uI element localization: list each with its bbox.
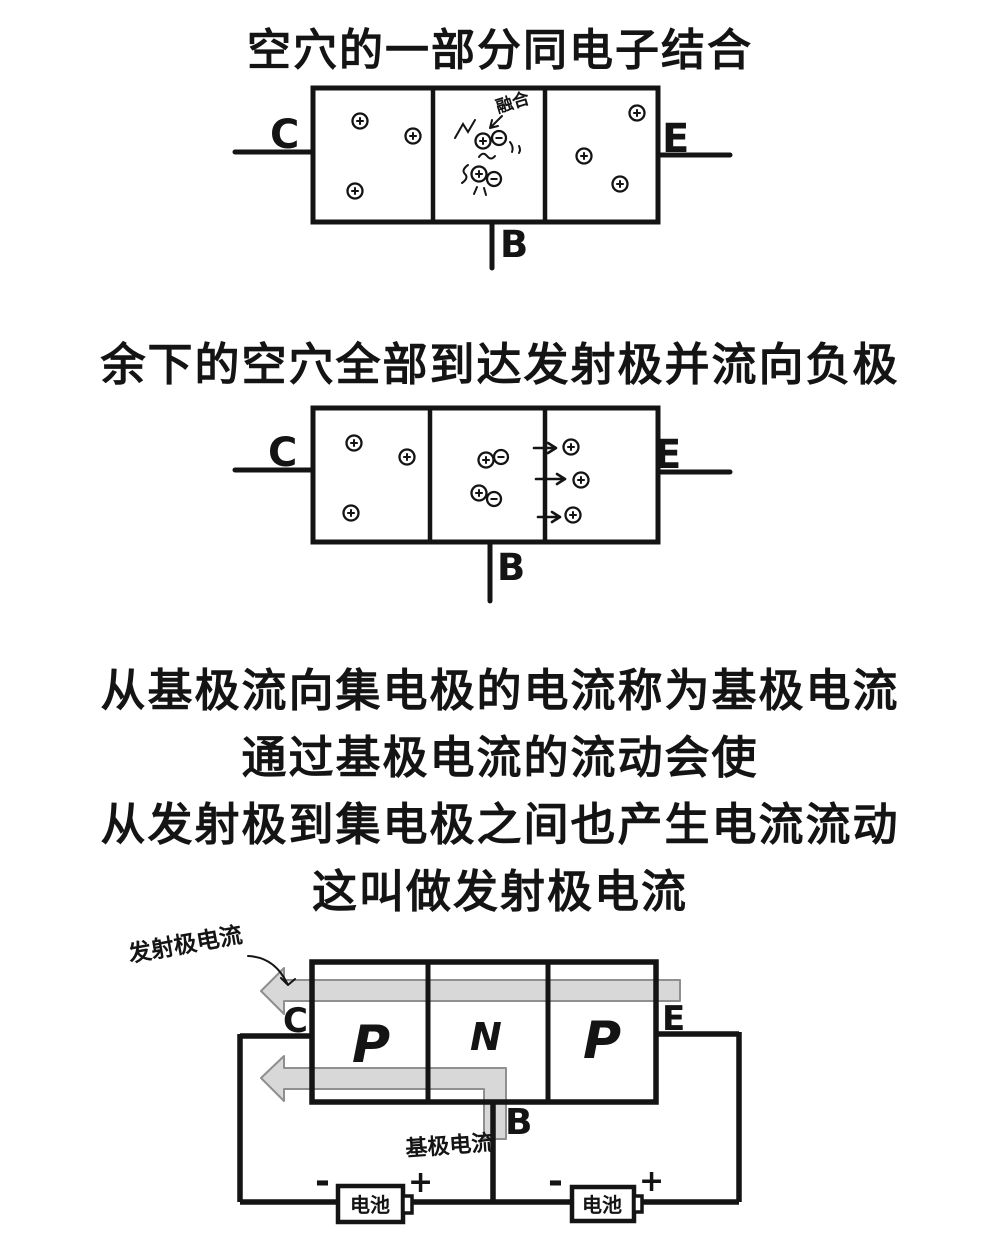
hole-symbol bbox=[628, 104, 646, 122]
electron-symbol bbox=[490, 129, 508, 147]
diagram-current-circuit: P N P C E B 电池 - + 电池 - + 发射极电流 bbox=[125, 921, 742, 1225]
terminal-label-c: C bbox=[268, 430, 297, 476]
hole-symbol bbox=[398, 448, 416, 466]
battery-right: 电池 - + bbox=[548, 1161, 664, 1224]
battery-plus-sign: + bbox=[639, 1164, 664, 1199]
battery-left: 电池 - + bbox=[315, 1161, 433, 1225]
squiggle-mark bbox=[461, 164, 469, 184]
hole-symbol bbox=[477, 451, 495, 469]
battery-terminal-nub bbox=[632, 1194, 644, 1214]
paragraph-line: 这叫做发射极电流 bbox=[311, 867, 688, 917]
region-label-p-right: P bbox=[583, 1011, 621, 1071]
hole-symbol bbox=[470, 165, 488, 183]
squiggle-mark bbox=[454, 119, 476, 139]
battery-body bbox=[335, 1183, 406, 1225]
diagram-recombination: C E B 融合 bbox=[232, 85, 733, 271]
paragraph-line: 通过基极电流的流动会使 bbox=[241, 733, 759, 783]
hole-symbol bbox=[351, 112, 369, 130]
battery-terminal-nub bbox=[401, 1194, 414, 1215]
terminal-label-e: E bbox=[654, 432, 681, 478]
battery-plus-sign: + bbox=[408, 1165, 433, 1200]
flow-arrow bbox=[534, 472, 567, 486]
section2-title: 余下的空穴全部到达发射极并流向负极 bbox=[100, 340, 900, 390]
battery-minus-sign: - bbox=[315, 1161, 330, 1202]
hole-symbol bbox=[470, 484, 488, 502]
transistor-body bbox=[310, 405, 661, 545]
electron-symbol bbox=[485, 490, 503, 508]
electron-symbol bbox=[485, 170, 503, 188]
region-label-n: N bbox=[470, 1015, 502, 1059]
squiggle-mark bbox=[473, 186, 487, 196]
merge-pointer-arrow bbox=[489, 115, 503, 129]
battery-label: 电池 bbox=[582, 1194, 622, 1217]
emitter-current-arrow bbox=[260, 967, 681, 1015]
battery-label: 电池 bbox=[350, 1194, 390, 1217]
battery-body bbox=[569, 1184, 637, 1224]
terminal-label-c: C bbox=[270, 112, 299, 158]
hole-symbol bbox=[611, 175, 629, 193]
flow-arrow bbox=[532, 441, 558, 455]
terminal-label-e: E bbox=[662, 116, 689, 162]
hole-symbol bbox=[404, 127, 422, 145]
diagram-holes-to-emitter: C E B bbox=[232, 405, 733, 604]
paragraph-line: 从基极流向集电极的电流称为基极电流 bbox=[100, 666, 900, 716]
hole-symbol bbox=[575, 147, 593, 165]
section3-paragraph: 从基极流向集电极的电流称为基极电流 通过基极电流的流动会使 从发射极到集电极之间… bbox=[0, 658, 1000, 926]
terminal-label-b: B bbox=[505, 1102, 532, 1143]
hole-symbol bbox=[345, 434, 363, 452]
hole-symbol bbox=[346, 182, 364, 200]
hole-symbol bbox=[562, 438, 580, 456]
terminal-label-b: B bbox=[497, 546, 525, 589]
terminal-label-b: B bbox=[500, 223, 528, 266]
terminal-label-e: E bbox=[662, 999, 685, 1039]
region-label-p-left: P bbox=[352, 1015, 390, 1075]
emitter-current-pointer bbox=[247, 955, 296, 986]
emitter-current-label: 发射极电流 bbox=[125, 921, 244, 967]
base-current-label: 基极电流 bbox=[405, 1130, 495, 1161]
squiggle-mark bbox=[478, 152, 496, 160]
hole-symbol bbox=[572, 471, 590, 489]
flow-arrow bbox=[536, 510, 562, 524]
paragraph-line: 从发射极到集电极之间也产生电流流动 bbox=[100, 800, 900, 850]
squiggle-mark bbox=[509, 141, 521, 154]
hole-symbol bbox=[342, 504, 360, 522]
electron-symbol bbox=[492, 448, 510, 466]
hole-symbol bbox=[474, 132, 492, 150]
hole-symbol bbox=[564, 506, 582, 524]
hole-flow-arrows bbox=[532, 441, 567, 524]
section1-title: 空穴的一部分同电子结合 bbox=[247, 26, 753, 75]
battery-minus-sign: - bbox=[548, 1161, 563, 1202]
